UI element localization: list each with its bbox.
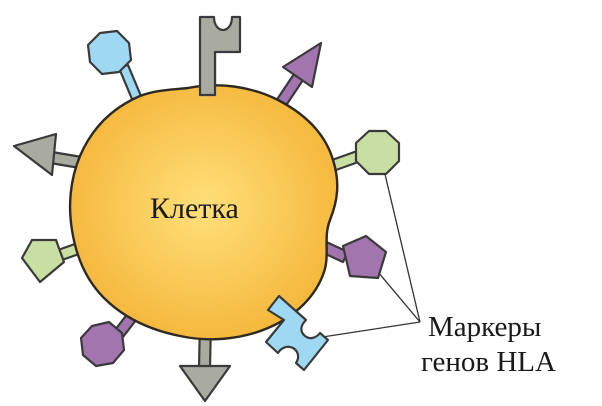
purple-pentagon-marker-right [341, 234, 388, 280]
hla-markers-label-line2: генов HLA [421, 346, 556, 378]
gray-notched-marker-top [198, 15, 242, 97]
gray-arrow-marker-bottom [178, 364, 232, 403]
hla-markers-label-line1: Маркеры [428, 311, 541, 343]
purple-octagon-marker-bottom-left [79, 320, 126, 368]
callout-line-purple-pentagon [377, 271, 421, 323]
callout-line-green-octagon [383, 169, 421, 323]
callout-line-blue-notched [315, 321, 421, 339]
cell-label: Клетка [150, 192, 239, 225]
cell-body [68, 84, 339, 341]
blue-octagon-marker-top-left [86, 29, 133, 76]
blue-notched-marker-bottom-right [264, 294, 330, 372]
gray-arrow-marker-left [12, 132, 58, 177]
green-pentagon-marker-left [20, 238, 66, 284]
marker-heads [12, 15, 401, 403]
purple-arrow-marker-top-right [281, 41, 323, 89]
callout-lines [315, 169, 421, 339]
green-octagon-marker-right [354, 129, 401, 176]
